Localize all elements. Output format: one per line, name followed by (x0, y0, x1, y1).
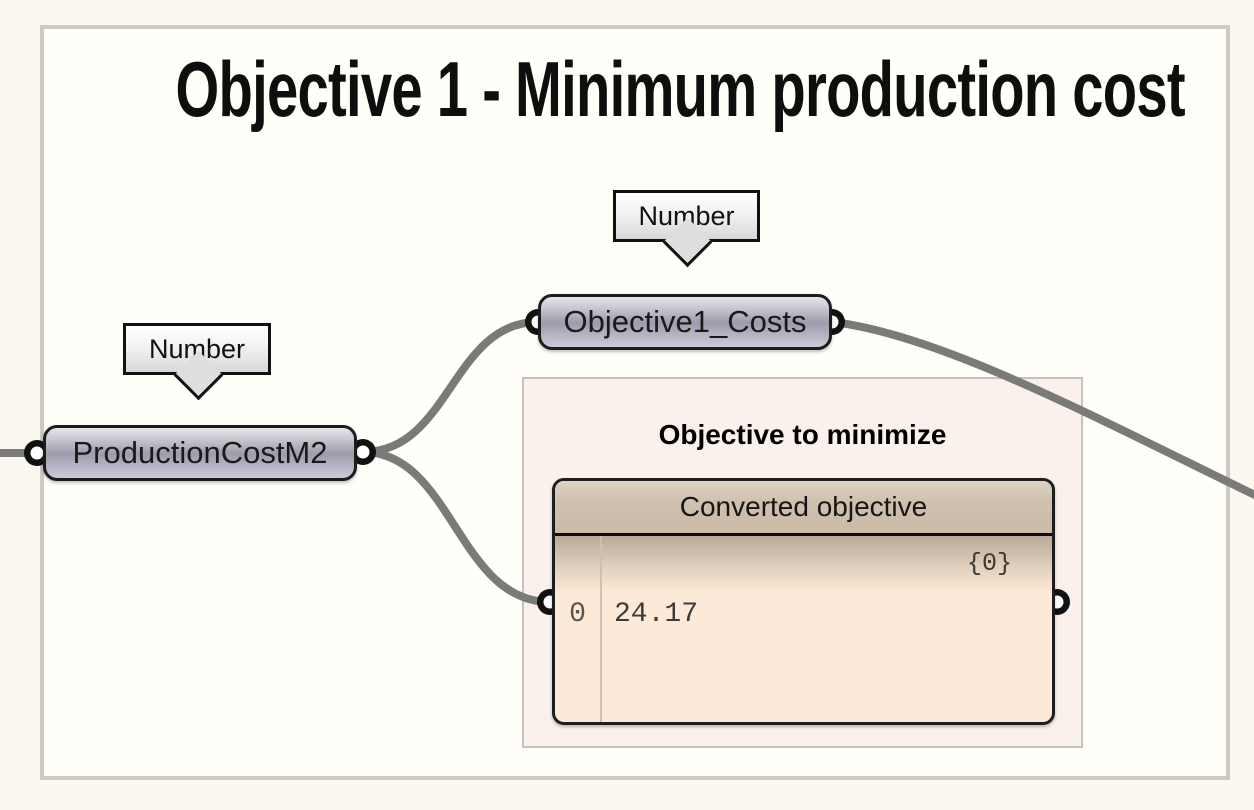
group-label: Objective to minimize (658, 419, 947, 450)
panel-divider (555, 533, 1052, 536)
panel-body: 0 24.17 (555, 536, 1052, 722)
param-pill-productioncostm2[interactable]: ProductionCostM2 (43, 425, 357, 481)
page-title: Objective 1 - Minimum production cost (175, 45, 1186, 133)
row-index: 0 (569, 599, 586, 630)
param-label: ProductionCostM2 (72, 435, 328, 470)
param-pill-objective1costs[interactable]: Objective1_Costs (538, 294, 832, 350)
wire-productioncost-to-panel[interactable] (359, 448, 554, 606)
wire-objective1costs-outgoing[interactable] (828, 318, 1254, 500)
wire-productioncost-to-objective1costs[interactable] (359, 318, 542, 456)
panel-title: Converted objective (679, 491, 928, 522)
panel-gutter-divider (600, 536, 602, 722)
panel-branch-stripe: {0} (555, 536, 1052, 591)
row-value: 24.17 (614, 599, 699, 630)
panel-header: Converted objective (555, 481, 1052, 533)
panel-row: 0 24.17 (555, 591, 1052, 630)
branch-path-badge: {0} (966, 549, 1012, 578)
param-label: Objective1_Costs (563, 304, 807, 339)
panel-converted-objective[interactable]: Converted objective {0} 0 24.17 (552, 478, 1055, 725)
